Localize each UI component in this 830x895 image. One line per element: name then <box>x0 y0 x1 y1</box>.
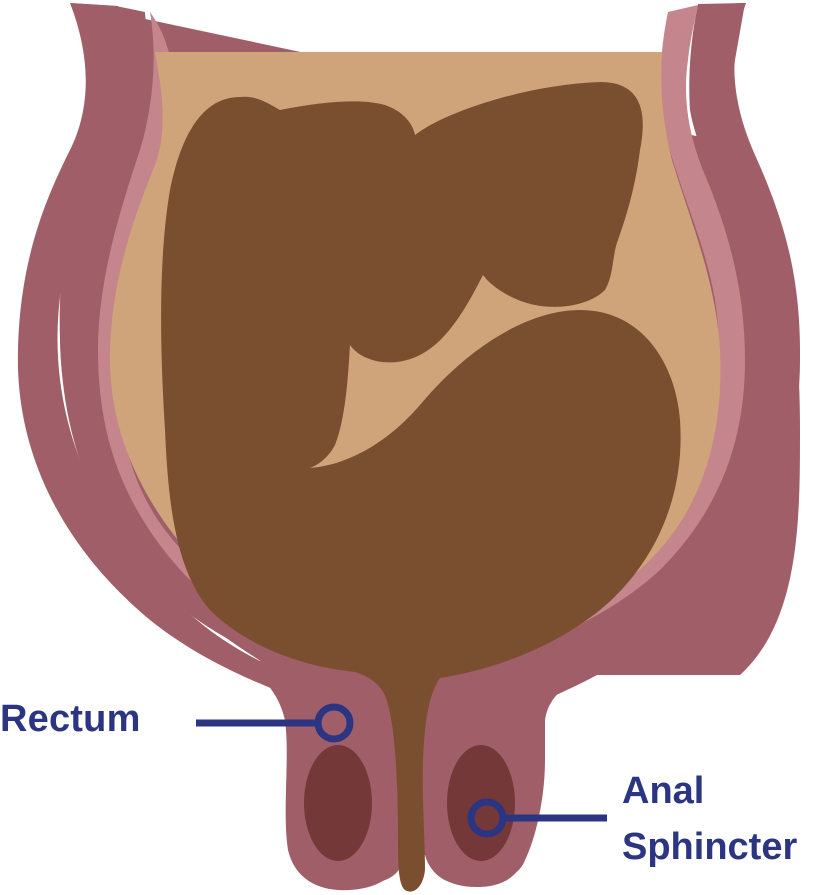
rectum-marker-ring <box>314 703 354 743</box>
outer-wall-right <box>545 3 800 700</box>
anal-sphincter-label-line1: Anal <box>622 770 705 812</box>
rectum-label: Rectum <box>0 698 141 740</box>
left-anal-sphincter <box>304 745 372 861</box>
outer-wall-left <box>17 3 300 700</box>
stool-mass <box>161 82 681 892</box>
anal-sphincter-marker-ring <box>467 798 507 838</box>
anal-sphincter-label-line2: Sphincter <box>622 826 798 868</box>
